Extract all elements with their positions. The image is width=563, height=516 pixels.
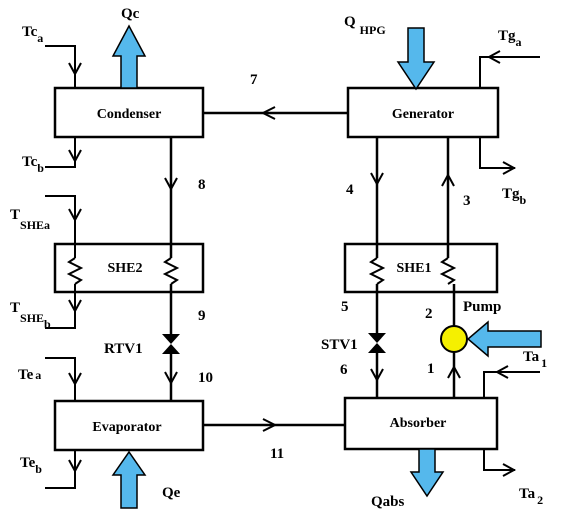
stream-3-arrow: [441, 172, 455, 187]
she2-coil-left: [66, 257, 84, 285]
stream-4-label: 4: [346, 182, 354, 198]
condenser-label: Condenser: [97, 107, 162, 122]
stv1-label: STV1: [321, 337, 358, 353]
she1-box: SHE1: [343, 242, 499, 294]
qe-heat-arrow: [111, 450, 147, 509]
generator-label: Generator: [392, 107, 454, 122]
she2-coil-right: [162, 257, 180, 285]
generator-box: Generator: [346, 86, 500, 139]
tg-a-line: [479, 56, 540, 88]
stream-1-label: 1: [427, 361, 435, 377]
tshe-a-label: TSHEa: [10, 207, 50, 232]
she2-label: SHE2: [107, 261, 142, 276]
tc-b-line: [45, 137, 76, 168]
stream-8-arrow: [164, 177, 178, 192]
q-hpg-heat-arrow: [396, 27, 436, 91]
qc-heat-arrow: [111, 24, 147, 89]
she1-coil-right: [439, 257, 457, 285]
absorber-label: Absorber: [390, 416, 447, 431]
tshe-b-line: [45, 284, 76, 329]
tg-b-line: [479, 137, 515, 169]
te-a-line: [45, 357, 76, 401]
stream-10-label: 10: [198, 370, 213, 386]
tc-a-arrow: [68, 62, 82, 77]
rtv1-label: RTV1: [104, 341, 143, 357]
ta-1-line: [483, 371, 540, 398]
tshe-b-label: TSHEb: [10, 300, 51, 331]
stream-7-label: 7: [250, 72, 258, 88]
rtv1-valve-bottom: [162, 344, 180, 354]
tshe-a-line: [45, 195, 76, 258]
she1-label: SHE1: [396, 261, 431, 276]
stream-6-arrow: [370, 368, 384, 383]
ta-1-arrow: [494, 365, 509, 379]
ta-2-arrow: [502, 463, 517, 477]
te-a-arrow: [68, 372, 82, 387]
stream-8-label: 8: [198, 177, 206, 193]
rtv1-valve-top: [162, 334, 180, 344]
absorber-box: Absorber: [343, 396, 499, 451]
stream-4-arrow: [370, 172, 384, 187]
stream-6-label: 6: [340, 362, 348, 378]
tc-b-arrow: [68, 149, 82, 164]
te-b-line: [45, 450, 76, 489]
evaporator-label: Evaporator: [92, 420, 161, 435]
tc-b-label: Tcb: [22, 154, 44, 175]
condenser-box: Condenser: [53, 86, 205, 139]
stv1-valve-top: [368, 333, 386, 343]
tshe-a-arrow: [68, 208, 82, 223]
tg-a-label: Tga: [498, 28, 522, 49]
tg-b-arrow: [502, 161, 517, 175]
te-b-label: Teb: [20, 455, 42, 476]
qe-label: Qe: [162, 485, 181, 501]
qabs-label: Qabs: [371, 494, 405, 510]
tshe-b-arrow: [68, 299, 82, 314]
pump-work-arrow: [466, 320, 542, 358]
stv1-valve-bottom: [368, 343, 386, 353]
ta-2-line: [483, 449, 515, 471]
tg-b-label: Tgb: [502, 186, 527, 207]
te-b-arrow: [68, 459, 82, 474]
qc-label: Qc: [121, 6, 140, 22]
stream-11-arrow: [262, 418, 278, 432]
stream-1-arrow: [447, 364, 461, 379]
evaporator-box: Evaporator: [53, 399, 205, 452]
stream-7-arrow: [260, 106, 276, 120]
she2-box: SHE2: [53, 242, 205, 294]
qabs-heat-arrow: [409, 448, 445, 498]
she1-coil-left: [368, 257, 386, 285]
stream-9-label: 9: [198, 308, 206, 324]
stream-10-arrow: [164, 371, 178, 386]
pump-label: Pump: [463, 299, 501, 315]
stream-2-label: 2: [425, 306, 433, 322]
stream-3-label: 3: [463, 193, 471, 209]
stream-5-label: 5: [341, 299, 349, 315]
pump-icon: [440, 325, 468, 353]
tc-a-label: Tca: [22, 24, 43, 45]
tg-a-arrow: [486, 50, 501, 64]
stream-11-label: 11: [270, 446, 284, 462]
